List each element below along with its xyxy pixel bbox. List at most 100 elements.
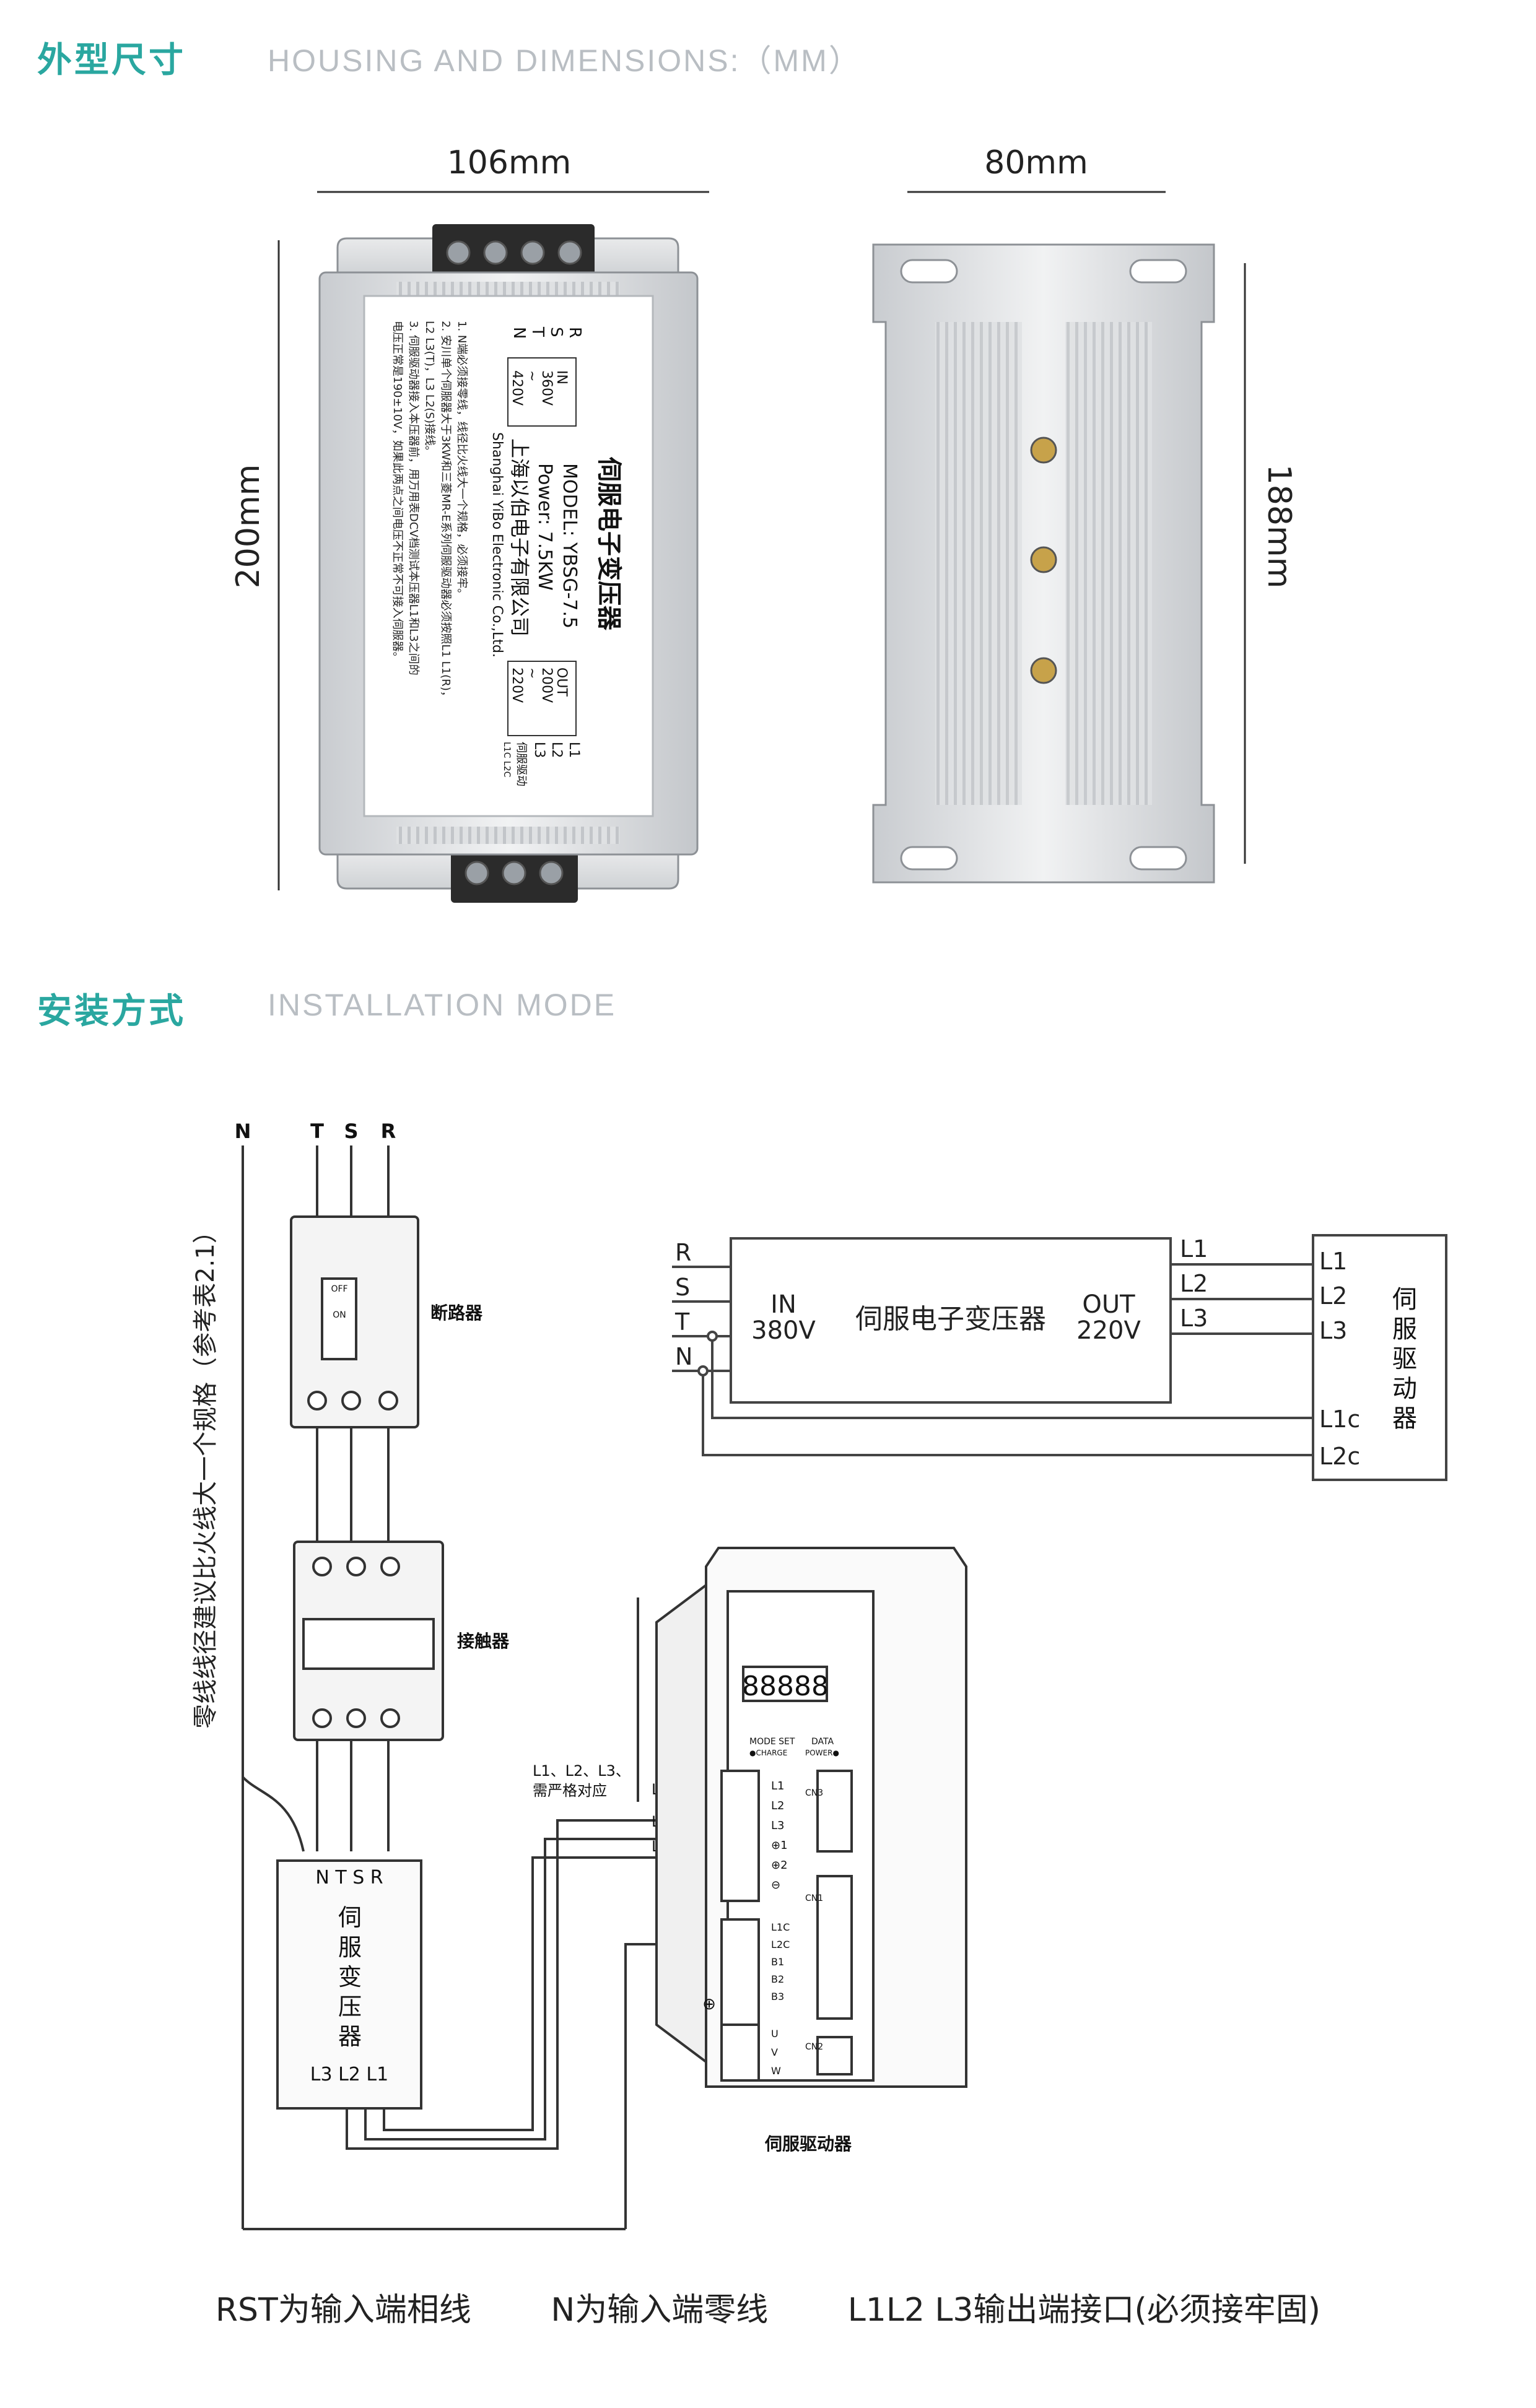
- transformer-vertical-char: 变: [338, 1963, 362, 1991]
- schematic-title: 伺服电子变压器: [855, 1303, 1046, 1335]
- label-in-tilde: ~: [524, 370, 539, 381]
- label-model: MODEL: YBSG-7.5: [559, 463, 580, 628]
- drive-display: [742, 1666, 828, 1702]
- trans-in-terms: N T S R: [315, 1867, 383, 1889]
- schematic-in-voltage: 380V: [751, 1316, 816, 1345]
- section-title-installation: 安装方式: [37, 991, 186, 1032]
- label-out-term-l1: L1: [566, 742, 582, 758]
- drive-vertical-char: 服: [1392, 1315, 1417, 1344]
- wiring-diagram: N T S R 零线线径建议比火线大一个规格（参考表2.1） OFF ON 断路…: [191, 1119, 967, 2230]
- footer-notes: RST为输入端相线 N为输入端零线 L1L2 L3输出端接口(必须接牢固): [0, 2284, 1536, 2330]
- label-out-tilde: ~: [524, 667, 539, 679]
- schematic-drive-vertical-label: 伺服驱动器: [1392, 1285, 1417, 1433]
- label-in-term-n: N: [510, 327, 528, 339]
- footer-note-3: L1L2 L3输出端接口(必须接牢固): [847, 2292, 1321, 2329]
- drive-term-n: ⊖: [771, 1879, 780, 1892]
- schematic-out-l3: L3: [1180, 1305, 1208, 1332]
- schematic-transformer-box: [730, 1237, 1172, 1404]
- label-out-term-l2: L2: [549, 742, 564, 758]
- drive-cn2: CN2: [805, 2042, 823, 2052]
- label-out-v1: 200V: [539, 667, 554, 703]
- label-out-v2: 220V: [509, 667, 525, 703]
- schematic-drive-l1c: L1c: [1319, 1406, 1360, 1433]
- section-subtitle-installation: INSTALLATION MODE: [268, 988, 617, 1022]
- drive-power: POWER●: [805, 1749, 839, 1757]
- schematic-in-t: T: [674, 1308, 690, 1336]
- side-slot-bottom-left: [900, 846, 958, 871]
- schematic-drive-box: [1312, 1234, 1447, 1481]
- servo-drive-label: 伺服驱动器: [764, 2134, 852, 2154]
- drive-term-l1c: L1C: [771, 1921, 790, 1933]
- front-width-label: 106mm: [447, 144, 572, 181]
- drive-term-l2c: L2C: [771, 1939, 790, 1950]
- label-out: OUT: [554, 667, 569, 697]
- side-slot-top-right: [1129, 259, 1187, 284]
- schematic-out-l2: L2: [1180, 1270, 1208, 1297]
- label-company-cn: 上海以伯电子有限公司: [508, 438, 531, 637]
- schematic-drive-l2: L2: [1319, 1282, 1347, 1310]
- schematic-in-n: N: [675, 1343, 692, 1370]
- front-bottom-screws: [465, 861, 564, 885]
- drive-data: DATA: [811, 1737, 834, 1747]
- label-company-en: Shanghai YiBo Electronic Co.,Ltd.: [489, 432, 505, 658]
- drive-term-w: W: [771, 2065, 781, 2077]
- label-power: Power: 7.5KW: [534, 463, 556, 591]
- drive-vertical-char: 伺: [1392, 1285, 1417, 1314]
- transformer-vertical-char: 压: [338, 1993, 362, 2020]
- drive-cn1: CN1: [805, 1893, 823, 1903]
- wiring-term-r: R: [381, 1119, 396, 1143]
- schematic-out-label: OUT: [1082, 1290, 1135, 1319]
- label-title: 伺服电子变压器: [595, 456, 623, 631]
- drive-term-v: V: [771, 2046, 778, 2058]
- drive-charge: ●CHARGE: [749, 1749, 787, 1757]
- breaker-on: ON: [333, 1310, 346, 1320]
- schematic-drive-l1: L1: [1319, 1248, 1347, 1275]
- drive-term-b1: B1: [771, 1956, 784, 1968]
- drive-cn3: CN3: [805, 1788, 823, 1798]
- label-out-term-l3: L3: [531, 742, 547, 758]
- transformer-vertical-char: 服: [338, 1934, 362, 1961]
- phase-note-2: 需严格对应: [533, 1782, 607, 1799]
- side-height-label: 188mm: [1260, 464, 1298, 589]
- label-in-v2: 420V: [509, 370, 525, 406]
- drive-vertical-char: 器: [1392, 1404, 1417, 1433]
- drive-term-b3: B3: [771, 1991, 784, 2002]
- drive-term-l2: L2: [771, 1799, 784, 1812]
- servo-transformer-body: [276, 1859, 422, 2110]
- neutral-note: 零线线径建议比火线大一个规格（参考表2.1）: [191, 1219, 220, 1729]
- footer-note-2: N为输入端零线: [551, 2292, 769, 2329]
- drive-mode: MODE SET: [749, 1737, 795, 1747]
- front-view: 106mm 200mm 伺服电子变压器 MODEL:: [230, 144, 709, 903]
- label-servo-vertical: 伺服驱动: [515, 742, 528, 786]
- side-fins-left: [935, 322, 1022, 805]
- label-note-4: 3. 伺服驱动器接入本压器前，用万用表DCV档测试本压器L1和L3之间的: [407, 321, 420, 676]
- front-top-terminal-block: [432, 224, 595, 286]
- drive-term-l1: L1: [771, 1780, 784, 1793]
- schematic-in-r: R: [675, 1239, 691, 1266]
- label-in-term-r: R: [565, 327, 584, 338]
- contactor-label: 接触器: [457, 1631, 510, 1651]
- side-view: 80mm 188mm: [872, 144, 1298, 884]
- transformer-vertical-char: 伺: [338, 1904, 362, 1931]
- section-subtitle-dimensions: HOUSING AND DIMENSIONS:（MM）: [268, 43, 862, 78]
- drive-term-l3: L3: [771, 1819, 784, 1832]
- schematic-out-voltage: 220V: [1076, 1316, 1141, 1345]
- breaker-off: OFF: [331, 1284, 347, 1294]
- front-height-label: 200mm: [230, 464, 267, 589]
- wiring-term-t: T: [310, 1119, 324, 1143]
- drive-term-p1: ⊕1: [771, 1839, 788, 1852]
- phase-note-1: L1、L2、L3、: [533, 1762, 631, 1780]
- schematic-drive-l2c: L2c: [1319, 1443, 1360, 1470]
- side-screws: [1030, 437, 1057, 684]
- breaker-label: 断路器: [430, 1303, 483, 1323]
- wiring-term-s: S: [344, 1119, 358, 1143]
- label-in: IN: [554, 370, 569, 385]
- drive-term-b2: B2: [771, 1973, 784, 1985]
- trans-out-terms: L3 L2 L1: [310, 2064, 388, 2085]
- drive-vertical-char: 动: [1392, 1375, 1417, 1403]
- drive-ground-symbol: ⊕: [702, 1995, 716, 2014]
- side-width-label: 80mm: [984, 144, 1088, 181]
- schematic-in-label: IN: [770, 1290, 796, 1319]
- footer-note-1: RST为输入端相线: [215, 2292, 471, 2329]
